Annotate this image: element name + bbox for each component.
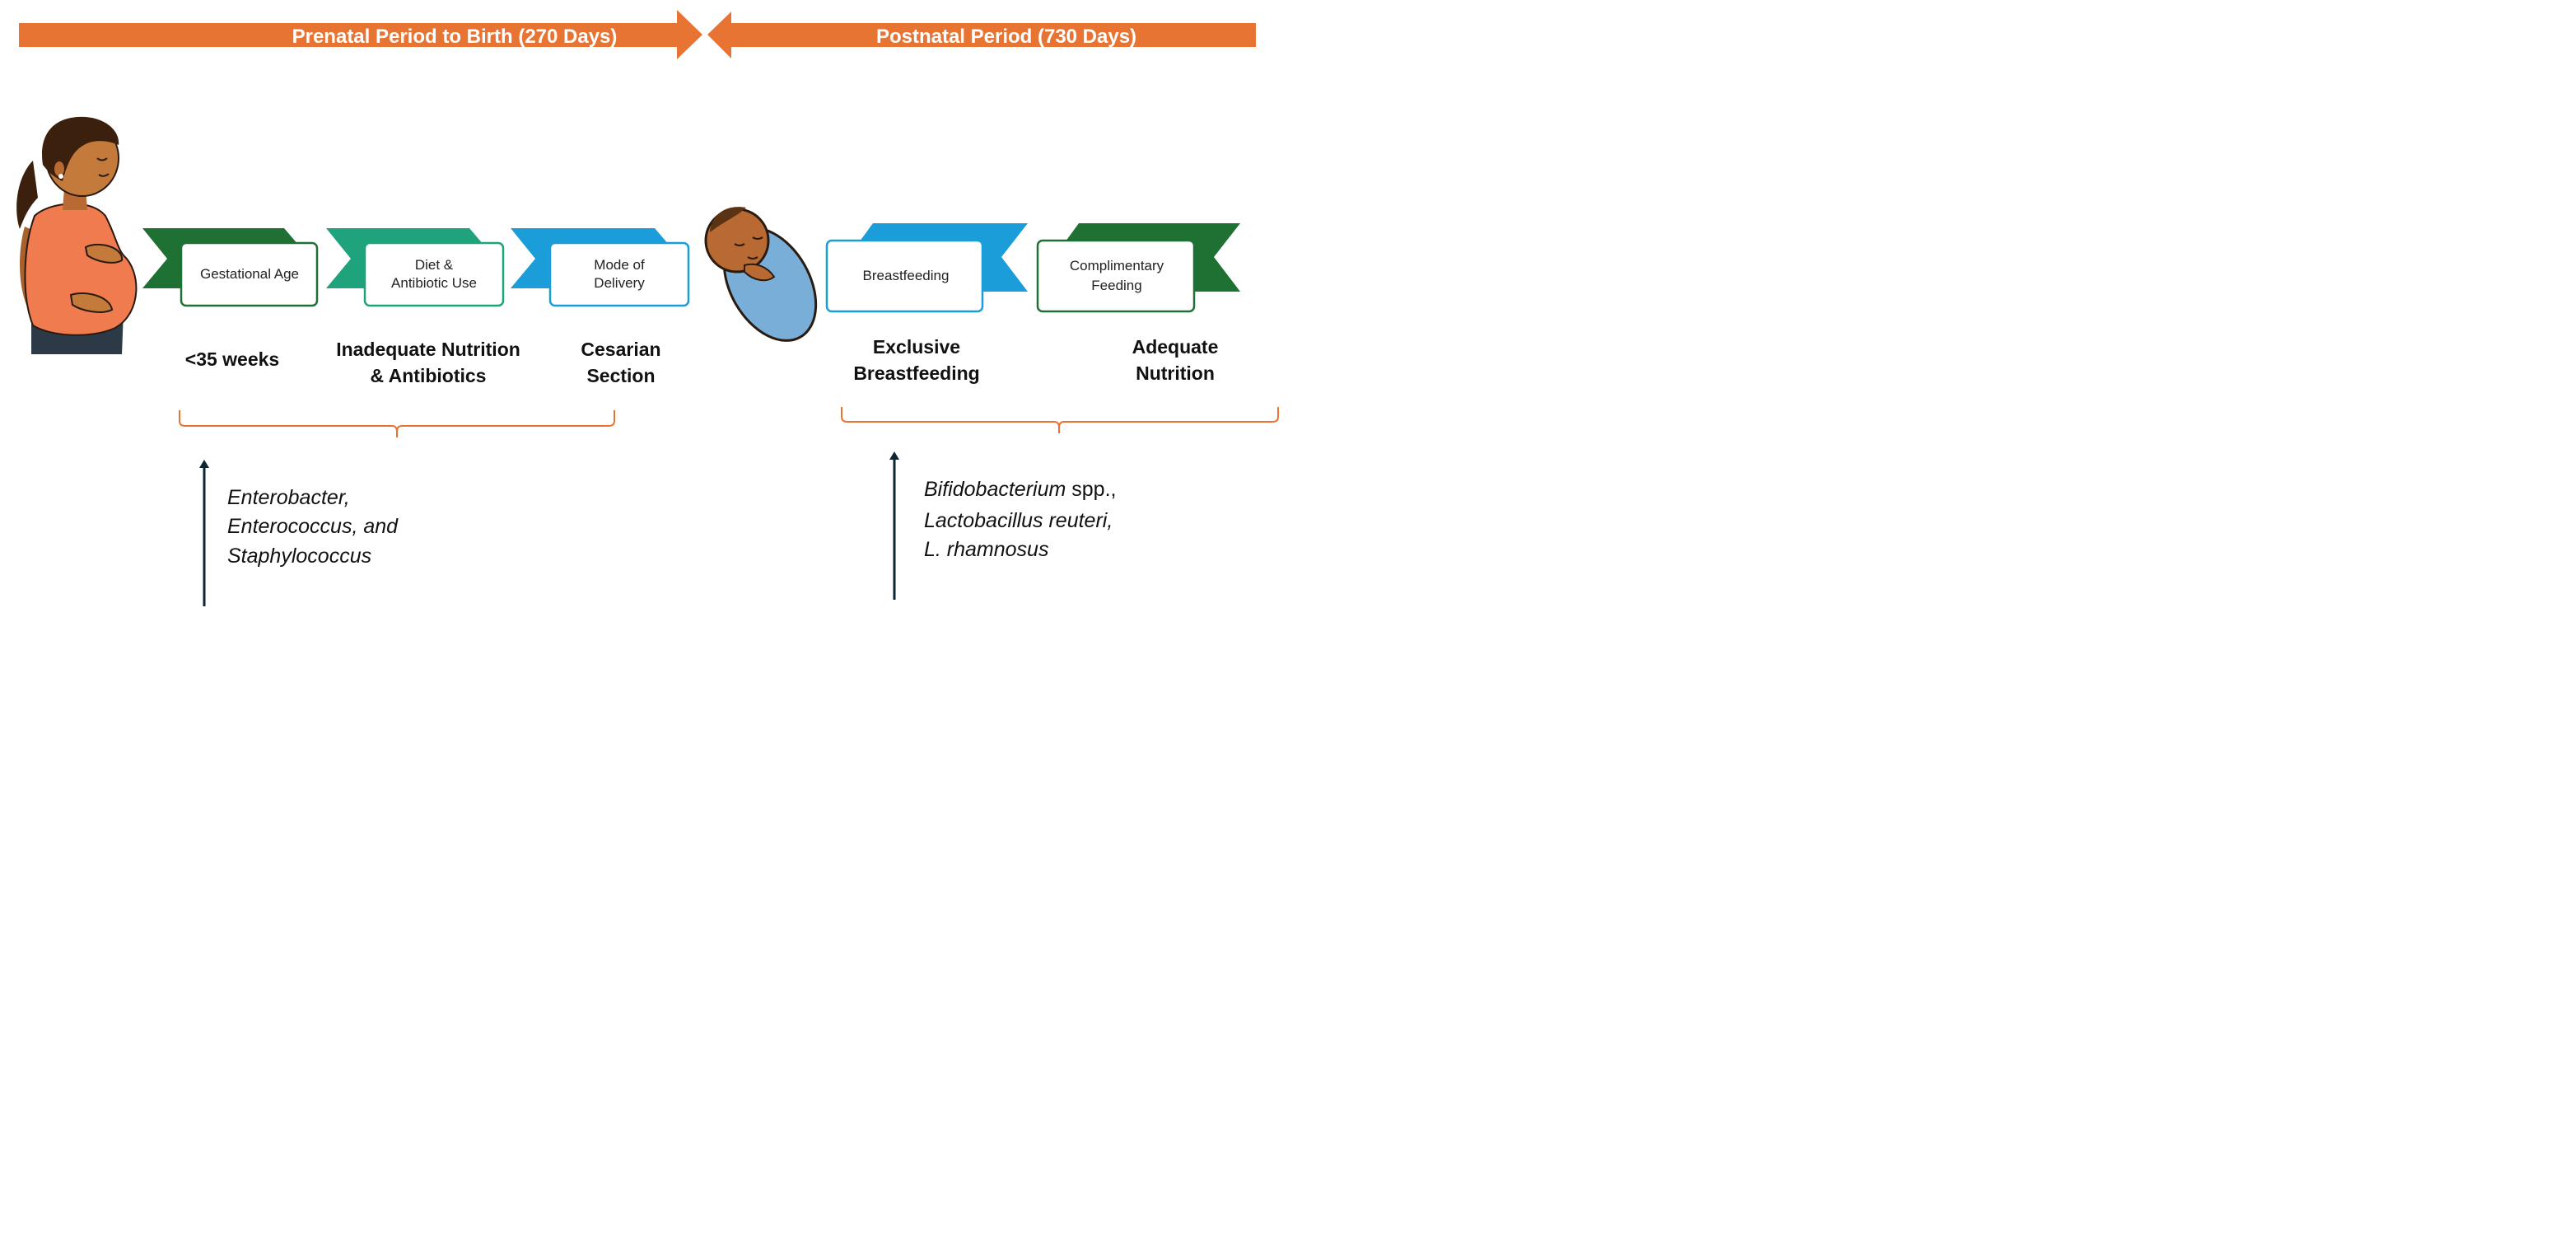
outcome-cesarian-line2: Section (586, 365, 655, 386)
prenatal-banner-label: Prenatal Period to Birth (270 Days) (292, 26, 618, 48)
factor-mode-delivery: Mode of Delivery (511, 228, 690, 307)
factor-box (825, 239, 984, 313)
outcome-cesarian-line1: Cesarian (581, 339, 660, 360)
svg-text:Gestational Age: Gestational Age (200, 266, 299, 282)
postnatal-banner-arrow (707, 12, 1256, 58)
prenatal-bracket (179, 410, 615, 437)
outcome-adequate-line2: Nutrition (1136, 362, 1215, 384)
outcome-exclusive-line1: Exclusive (873, 336, 960, 358)
bacteria-right-line1: Bifidobacterium spp., (924, 478, 1116, 501)
outcome-adequate-line1: Adequate (1132, 336, 1219, 358)
bacteria-right-line2: Lactobacillus reuteri, (924, 509, 1113, 532)
factor-gestational-age: Gestational Age (142, 228, 319, 307)
bacteria-left-line1: Enterobacter, (227, 486, 350, 509)
increase-arrow-right (889, 451, 899, 600)
svg-text:Diet &: Diet & (415, 257, 454, 273)
outcome-inadequate-line1: Inadequate Nutrition (336, 339, 520, 360)
factor-box (548, 241, 690, 307)
factor-diet-antibiotic: Diet & Antibiotic Use (326, 228, 505, 307)
svg-text:Feeding: Feeding (1091, 278, 1141, 293)
svg-text:Delivery: Delivery (594, 275, 645, 291)
factor-box (363, 241, 505, 307)
factor-box (1036, 239, 1196, 313)
outcome-inadequate-line2: & Antibiotics (371, 365, 487, 386)
svg-text:Breastfeeding: Breastfeeding (863, 268, 950, 283)
prenatal-banner-arrow (19, 10, 702, 59)
outcome-weeks: <35 weeks (185, 348, 279, 370)
svg-text:Complimentary: Complimentary (1070, 258, 1164, 274)
increase-arrow-left (199, 460, 209, 606)
infant-microbiome-diagram: Prenatal Period to Birth (270 Days) Post… (16, 10, 1279, 606)
postnatal-banner-label: Postnatal Period (730 Days) (876, 26, 1136, 48)
factor-breastfeeding: Breastfeeding (825, 223, 1028, 313)
postnatal-bracket (841, 407, 1279, 433)
svg-text:Mode of: Mode of (594, 257, 645, 273)
bacteria-left-line2: Enterococcus, and (227, 515, 399, 538)
bacteria-right-line3: L. rhamnosus (924, 538, 1048, 561)
swaddled-baby-icon (704, 207, 818, 342)
factor-box (180, 241, 319, 307)
factor-complimentary-feeding: Complimentary Feeding (1036, 223, 1240, 313)
outcome-exclusive-line2: Breastfeeding (853, 362, 979, 384)
svg-text:Antibiotic Use: Antibiotic Use (391, 275, 477, 291)
bacteria-left-line3: Staphylococcus (227, 545, 371, 568)
pregnant-woman-icon (16, 116, 138, 354)
